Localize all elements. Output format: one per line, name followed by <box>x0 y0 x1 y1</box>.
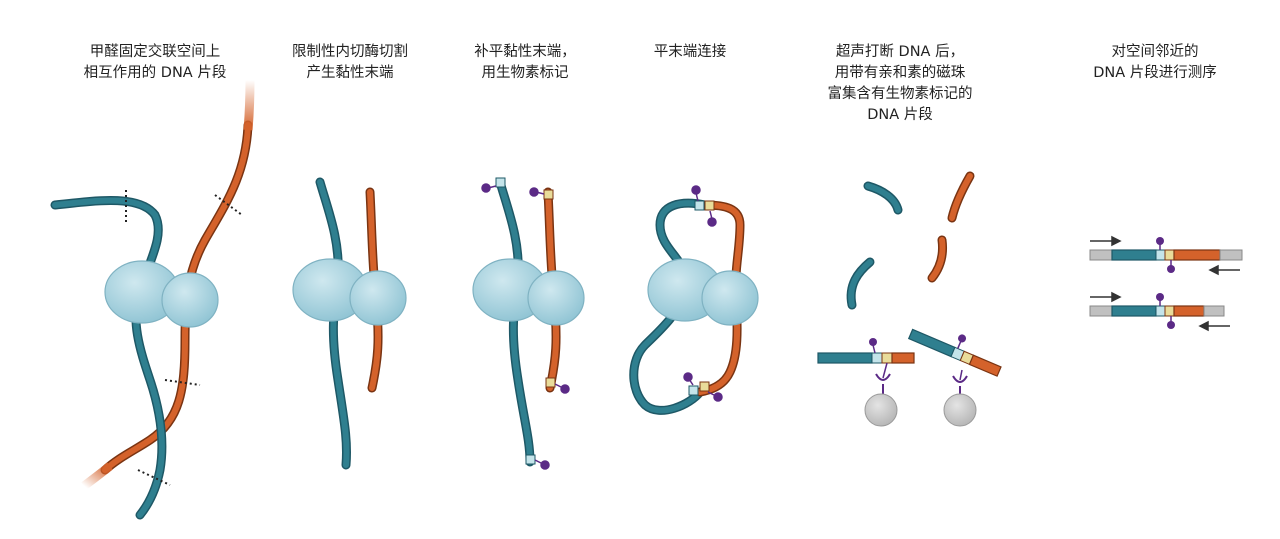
biotin-label <box>481 183 570 470</box>
sheared-fragments <box>846 171 975 310</box>
step-5-line-3: 富集含有生物素标记的 <box>827 86 973 102</box>
reverse-primer-arrow <box>1208 264 1240 276</box>
step-5-line-4: DNA 片段 <box>867 107 933 123</box>
sequencing-read-2 <box>1089 291 1230 332</box>
step-2-graphic <box>292 177 407 470</box>
streptavidin-bead <box>943 393 977 427</box>
step-3-graphic <box>472 177 585 470</box>
step-5-title: 超声打断 DNA 后， 用带有亲和素的磁珠 富集含有生物素标记的 DNA 片段 <box>800 42 1000 126</box>
streptavidin-bead <box>864 393 898 427</box>
reverse-primer-arrow <box>1198 320 1230 332</box>
biotin-label <box>683 185 723 402</box>
step-1-graphic <box>50 79 255 520</box>
step-4-graphic <box>629 185 759 415</box>
step-1-line-1: 甲醛固定交联空间上 <box>89 44 221 60</box>
step-6-title: 对空间邻近的 DNA 片段进行测序 <box>1070 42 1240 84</box>
cohesin-protein-right <box>527 270 585 326</box>
step-5-line-1: 超声打断 DNA 后， <box>835 44 965 60</box>
step-5-line-2: 用带有亲和素的磁珠 <box>834 65 966 81</box>
step-2-line-1: 限制性内切酶切割 <box>292 44 408 60</box>
step-3-title: 补平黏性末端， 用生物素标记 <box>445 42 605 84</box>
step-4-line-1: 平末端连接 <box>653 44 727 60</box>
step-1-line-2: 相互作用的 DNA 片段 <box>83 65 227 81</box>
cohesin-protein-right <box>161 272 219 328</box>
cohesin-protein-right <box>701 270 759 326</box>
forward-primer-arrow <box>1090 291 1122 303</box>
biotin-labeled-fragment-2 <box>907 328 1002 377</box>
biotin-labeled-fragment-1 <box>817 338 915 427</box>
step-2-title: 限制性内切酶切割 产生黏性末端 <box>265 42 435 84</box>
step-5-graphic <box>817 171 1002 427</box>
step-1-title: 甲醛固定交联空间上 相互作用的 DNA 片段 <box>55 42 255 84</box>
step-3-line-1: 补平黏性末端， <box>474 44 576 60</box>
step-3-line-2: 用生物素标记 <box>481 65 569 81</box>
step-6-line-2: DNA 片段进行测序 <box>1093 65 1217 81</box>
cohesin-protein-right <box>349 270 407 326</box>
step-6-graphic <box>1089 235 1243 332</box>
restriction-site-markers <box>125 190 243 486</box>
step-4-title: 平末端连接 <box>625 42 755 63</box>
step-2-line-2: 产生黏性末端 <box>306 65 394 81</box>
step-6-line-1: 对空间邻近的 <box>1111 44 1199 60</box>
forward-primer-arrow <box>1090 235 1122 247</box>
sequencing-read-1 <box>1089 235 1243 276</box>
